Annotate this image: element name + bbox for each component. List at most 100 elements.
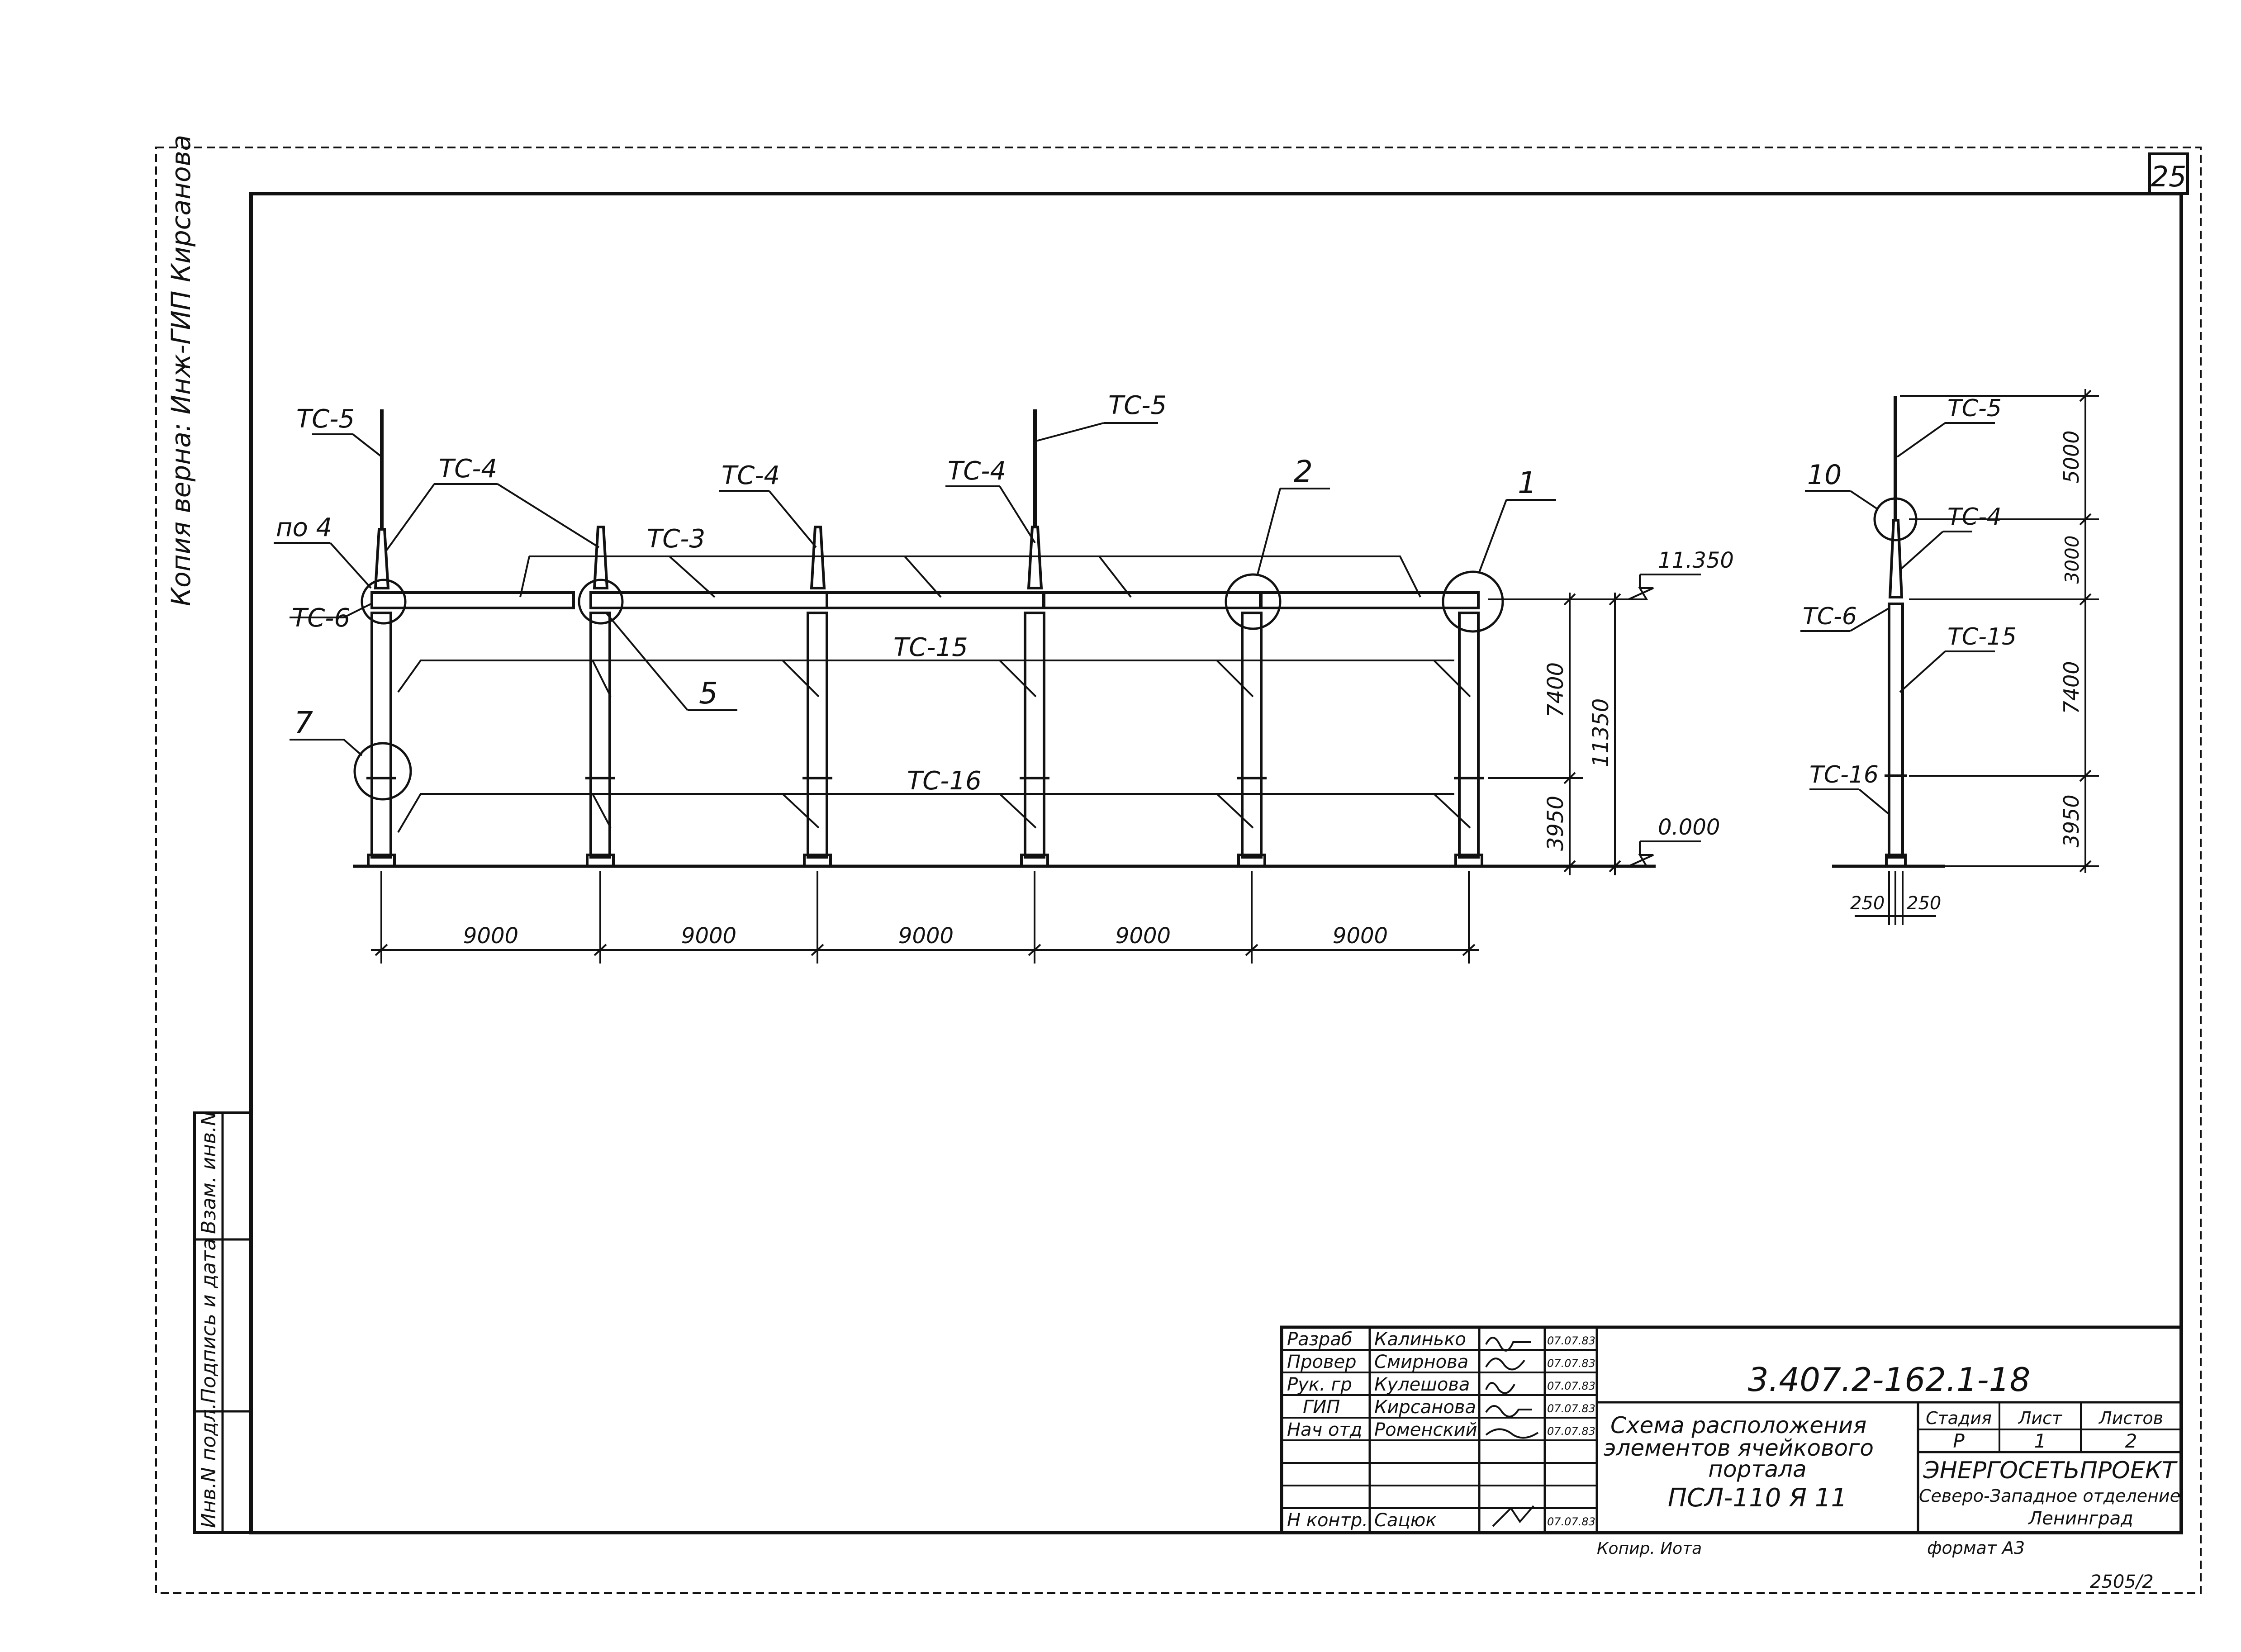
copy-note: Копия верна: Инж-ГИП Кирсанова [166, 135, 196, 606]
label-tc5-mid: ТС-5 [1108, 391, 1167, 420]
side-label-tc15: ТС-15 [1947, 623, 2017, 650]
sig-role-1: Разраб [1287, 1329, 1352, 1350]
title-block: Разраб Калинько 07.07.83 Провер Смирнова… [1280, 1325, 2183, 1534]
span-dim-2: 9000 [681, 923, 736, 949]
beam-3 [826, 591, 1045, 609]
sig-date-4: 07.07.83 [1547, 1402, 1595, 1415]
sheet-header: Лист [2018, 1408, 2063, 1428]
side-label-tc4: ТС-4 [1947, 503, 2002, 531]
side-column [1888, 603, 1904, 859]
column-1 [366, 612, 396, 868]
elevation-top: 11.350 [1658, 548, 1734, 573]
label-node-5: 5 [699, 676, 718, 711]
node-circle-4 [361, 579, 407, 625]
span-dim-5: 9000 [1333, 923, 1388, 949]
label-tc4-b: ТС-4 [722, 461, 780, 490]
org-name: ЭНЕРГОСЕТЬПРОЕКТ [1923, 1457, 2178, 1484]
stage-header: Стадия [1926, 1408, 1992, 1428]
sig-date-6: 07.07.83 [1547, 1515, 1595, 1528]
column-6 [1454, 612, 1484, 868]
title-line-2: элементов ячейкового [1604, 1435, 1874, 1461]
sig-date-2: 07.07.83 [1547, 1357, 1595, 1370]
label-tc3: ТС-3 [647, 524, 705, 554]
column-4 [1020, 612, 1049, 868]
elevation-ground: 0.000 [1658, 815, 1720, 840]
drawing-frame [249, 192, 2183, 1534]
dim-11350: 11350 [1588, 698, 1614, 768]
sig-name-5: Роменский [1374, 1419, 1477, 1440]
cap-tc4-1 [374, 528, 390, 589]
side-label-node-10: 10 [1807, 459, 1842, 491]
signature-marks [1485, 1337, 1539, 1527]
side-stamp: Инв.N подл. Подпись и дата Взам. инв.N [193, 1111, 252, 1534]
dim-7400: 7400 [1543, 662, 1568, 717]
node-circle-2 [1225, 573, 1282, 630]
node-circle-1 [1442, 570, 1504, 633]
label-node-2: 2 [1294, 454, 1313, 489]
label-node-1: 1 [1518, 465, 1537, 500]
sig-name-1: Калинько [1374, 1329, 1466, 1350]
node-circle-5 [578, 579, 624, 625]
stage-value: Р [1953, 1430, 1965, 1452]
side-leader-lines [1800, 422, 1995, 815]
label-tc15: ТС-15 [893, 633, 968, 662]
side-dim-base-left: 250 [1850, 893, 1885, 914]
cap-tc4-2 [593, 526, 609, 589]
leader-lines [274, 422, 1556, 833]
side-dim-3000: 3000 [2061, 536, 2083, 584]
sig-role-2: Провер [1287, 1352, 1357, 1372]
label-po4: по 4 [276, 513, 332, 542]
label-tc4-a: ТС-4 [439, 454, 497, 484]
span-dim-1: 9000 [463, 923, 518, 949]
column-3 [802, 612, 832, 868]
sig-name-2: Смирнова [1374, 1352, 1468, 1372]
cap-tc4-4 [1027, 526, 1043, 589]
side-label-tc5: ТС-5 [1947, 395, 2002, 422]
beam-5 [1260, 591, 1480, 609]
label-tc6: ТС-6 [292, 603, 350, 633]
page-number: 25 [2151, 160, 2187, 193]
sig-name-3: Кулешова [1374, 1374, 1470, 1395]
document-code: 3.407.2-162.1-18 [1748, 1361, 2031, 1399]
sheet-edge [155, 147, 2202, 1594]
label-tc5-left: ТС-5 [296, 404, 355, 434]
org-city: Ленинград [2027, 1508, 2133, 1529]
sig-name-6: Сацюк [1374, 1510, 1437, 1531]
column-2 [585, 612, 615, 868]
beam-2 [589, 591, 828, 609]
sheets-header: Листов [2098, 1408, 2163, 1428]
front-view: ТС-5 ТС-5 ТС-4 ТС-4 ТС-4 ТС-3 по 4 ТС-6 … [274, 391, 1734, 964]
side-cap-tc4 [1888, 519, 1904, 598]
dim-3950: 3950 [1543, 796, 1568, 851]
span-dim-4: 9000 [1116, 923, 1171, 949]
sig-role-4: ГИП [1303, 1397, 1340, 1418]
title-line-4: ПСЛ-110 Я 11 [1668, 1483, 1847, 1513]
sheets-value: 2 [2125, 1430, 2137, 1452]
label-tc4-c: ТС-4 [948, 456, 1006, 486]
sig-date-3: 07.07.83 [1547, 1380, 1595, 1392]
label-tc16: ТС-16 [907, 766, 982, 796]
side-dim-base-right: 250 [1907, 893, 1941, 914]
sig-date-1: 07.07.83 [1547, 1334, 1595, 1347]
stamp-field-inv-replace: Взам. инв.N [197, 1111, 220, 1234]
sig-date-5: 07.07.83 [1547, 1425, 1595, 1438]
side-base [1885, 854, 1907, 868]
side-label-tc6: ТС-6 [1803, 603, 1857, 630]
stamp-field-inv-orig: Инв.N подл. [197, 1403, 220, 1528]
sig-role-6: Н контр. [1287, 1510, 1368, 1531]
side-view: ТС-5 ТС-4 ТС-6 ТС-15 ТС-16 10 5000 3000 … [1800, 389, 2099, 925]
node-circle-7 [353, 742, 412, 801]
span-dimensions [371, 871, 1479, 964]
side-vertical-dimensions [1855, 389, 2099, 925]
copier-note: Копир. Иота [1597, 1539, 1702, 1558]
title-line-3: портала [1708, 1456, 1806, 1482]
archive-number: 2505/2 [2090, 1571, 2154, 1592]
beam-1 [370, 591, 575, 609]
side-dim-3950: 3950 [2059, 794, 2084, 847]
cap-tc4-3 [810, 526, 826, 589]
stamp-field-signature-date: Подпись и дата [197, 1239, 220, 1403]
label-node-7: 7 [294, 705, 313, 740]
vertical-dimensions [1488, 574, 1701, 875]
side-dim-5000: 5000 [2059, 430, 2084, 483]
